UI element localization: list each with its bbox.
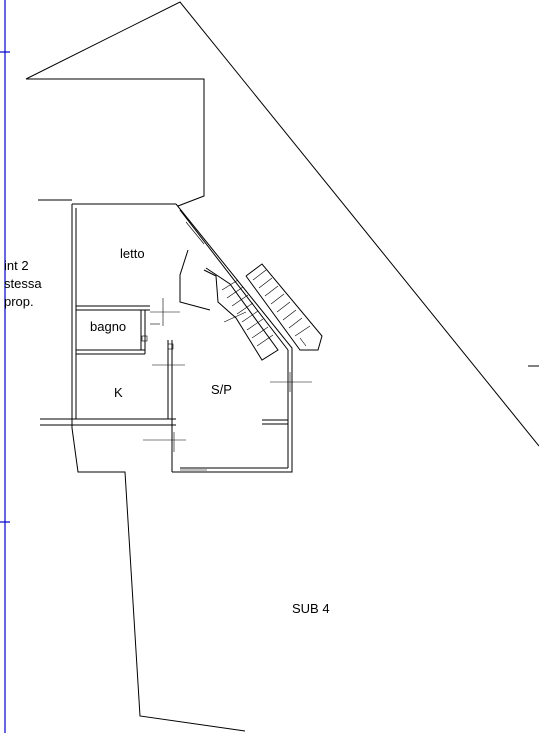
frame-edge	[0, 0, 10, 733]
lot-boundary	[25, 1, 539, 732]
stairs-exterior	[245, 263, 323, 351]
neighbor-note-line1: int 2	[4, 258, 29, 273]
room-label-bathroom: bagno	[90, 319, 127, 334]
neighbor-note-line3: prop.	[4, 294, 34, 309]
building-walls	[38, 199, 293, 473]
neighbor-note-line2: stessa	[4, 276, 42, 291]
stairs-interior	[179, 249, 279, 361]
sub-label: SUB 4	[292, 601, 330, 616]
room-label-bedroom: letto	[120, 246, 145, 261]
openings	[102, 221, 312, 471]
room-label-kitchen: K	[114, 385, 123, 400]
room-label-living: S/P	[211, 382, 232, 397]
